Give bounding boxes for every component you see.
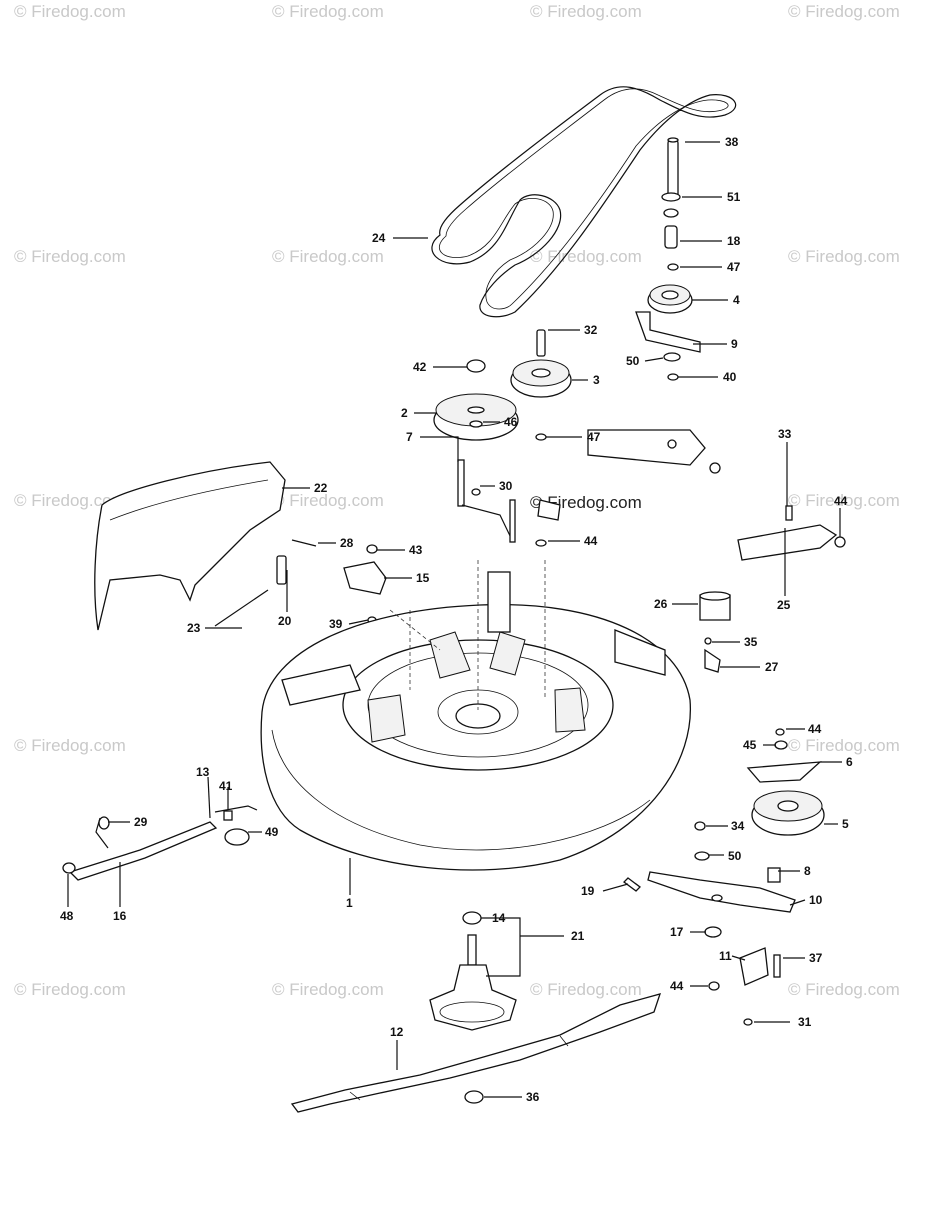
idler-arms <box>457 429 846 673</box>
callout-39: 39 <box>329 617 343 631</box>
callout-31: 31 <box>798 1015 812 1029</box>
callout-15: 15 <box>416 571 430 585</box>
watermark: © Firedog.com <box>272 247 384 266</box>
callout-34: 34 <box>731 819 745 833</box>
callout-9: 9 <box>731 337 738 351</box>
callout-23: 23 <box>187 621 201 635</box>
belt-guard <box>94 461 387 631</box>
callout-8: 8 <box>804 864 811 878</box>
callout-49: 49 <box>265 825 279 839</box>
callout-35: 35 <box>744 635 758 649</box>
callout-7: 7 <box>406 430 413 444</box>
callout-20: 20 <box>278 614 292 628</box>
watermark: © Firedog.com <box>272 491 384 510</box>
callout-51: 51 <box>727 190 741 204</box>
callout-13: 13 <box>196 765 210 779</box>
callout-50b: 50 <box>728 849 742 863</box>
callout-44c: 44 <box>808 722 822 736</box>
callout-12: 12 <box>390 1025 404 1039</box>
callout-45: 45 <box>743 738 757 752</box>
callout-labels: 38 51 18 47 4 24 32 9 42 50 3 40 2 47 46… <box>60 135 853 1104</box>
watermark: © Firedog.com <box>14 2 126 21</box>
watermark: © Firedog.com <box>272 980 384 999</box>
callout-2: 2 <box>401 406 408 420</box>
callout-25: 25 <box>777 598 791 612</box>
watermark: © Firedog.com <box>788 736 900 755</box>
watermark: © Firedog.com <box>14 491 126 510</box>
watermark: © Firedog.com <box>788 491 900 510</box>
drive-belt <box>431 86 737 318</box>
center-pulley <box>510 329 572 441</box>
leader-lines <box>67 141 842 1098</box>
callout-26: 26 <box>654 597 668 611</box>
callout-21: 21 <box>571 929 585 943</box>
callout-44a: 44 <box>834 494 848 508</box>
mower-deck <box>260 560 692 871</box>
watermark: © Firedog.com <box>788 247 900 266</box>
callout-44d: 44 <box>670 979 684 993</box>
watermark: © Firedog.com <box>14 247 126 266</box>
idler-pulley-stack <box>635 137 701 381</box>
callout-46: 46 <box>504 415 518 429</box>
callout-3: 3 <box>593 373 600 387</box>
callout-42: 42 <box>413 360 427 374</box>
callout-16: 16 <box>113 909 127 923</box>
callout-43: 43 <box>409 543 423 557</box>
watermark: © Firedog.com <box>530 247 642 266</box>
watermark: © Firedog.com <box>14 980 126 999</box>
spindle-pulley <box>433 359 519 441</box>
callout-41: 41 <box>219 779 233 793</box>
callout-17: 17 <box>670 925 684 939</box>
callout-6: 6 <box>846 755 853 769</box>
callout-10: 10 <box>809 893 823 907</box>
watermark: © Firedog.com <box>14 736 126 755</box>
callout-29: 29 <box>134 815 148 829</box>
callout-19: 19 <box>581 884 595 898</box>
callout-40: 40 <box>723 370 737 384</box>
callout-30: 30 <box>499 479 513 493</box>
callout-47: 47 <box>727 260 741 274</box>
callout-37: 37 <box>809 951 823 965</box>
watermark: © Firedog.com <box>530 980 642 999</box>
watermark: © Firedog.com <box>788 980 900 999</box>
watermark: © Firedog.com <box>272 2 384 21</box>
callout-50: 50 <box>626 354 640 368</box>
callout-18: 18 <box>727 234 741 248</box>
callout-28: 28 <box>340 536 354 550</box>
callout-22: 22 <box>314 481 328 495</box>
watermark: © Firedog.com <box>530 2 642 21</box>
callout-27: 27 <box>765 660 779 674</box>
callout-32: 32 <box>584 323 598 337</box>
spindle-assembly <box>429 911 517 1031</box>
callout-33: 33 <box>778 427 792 441</box>
callout-38: 38 <box>725 135 739 149</box>
callout-24: 24 <box>372 231 386 245</box>
callout-47b: 47 <box>587 430 601 444</box>
callout-1: 1 <box>346 896 353 910</box>
callout-44b: 44 <box>584 534 598 548</box>
mower-blade <box>290 993 662 1113</box>
callout-4: 4 <box>733 293 740 307</box>
callout-11: 11 <box>719 949 732 963</box>
lift-linkage <box>62 805 258 881</box>
watermark: © Firedog.com <box>788 2 900 21</box>
callout-36: 36 <box>526 1090 540 1104</box>
callout-14: 14 <box>492 911 506 925</box>
right-bracket-assembly <box>623 728 825 1026</box>
callout-5: 5 <box>842 817 849 831</box>
callout-48: 48 <box>60 909 74 923</box>
